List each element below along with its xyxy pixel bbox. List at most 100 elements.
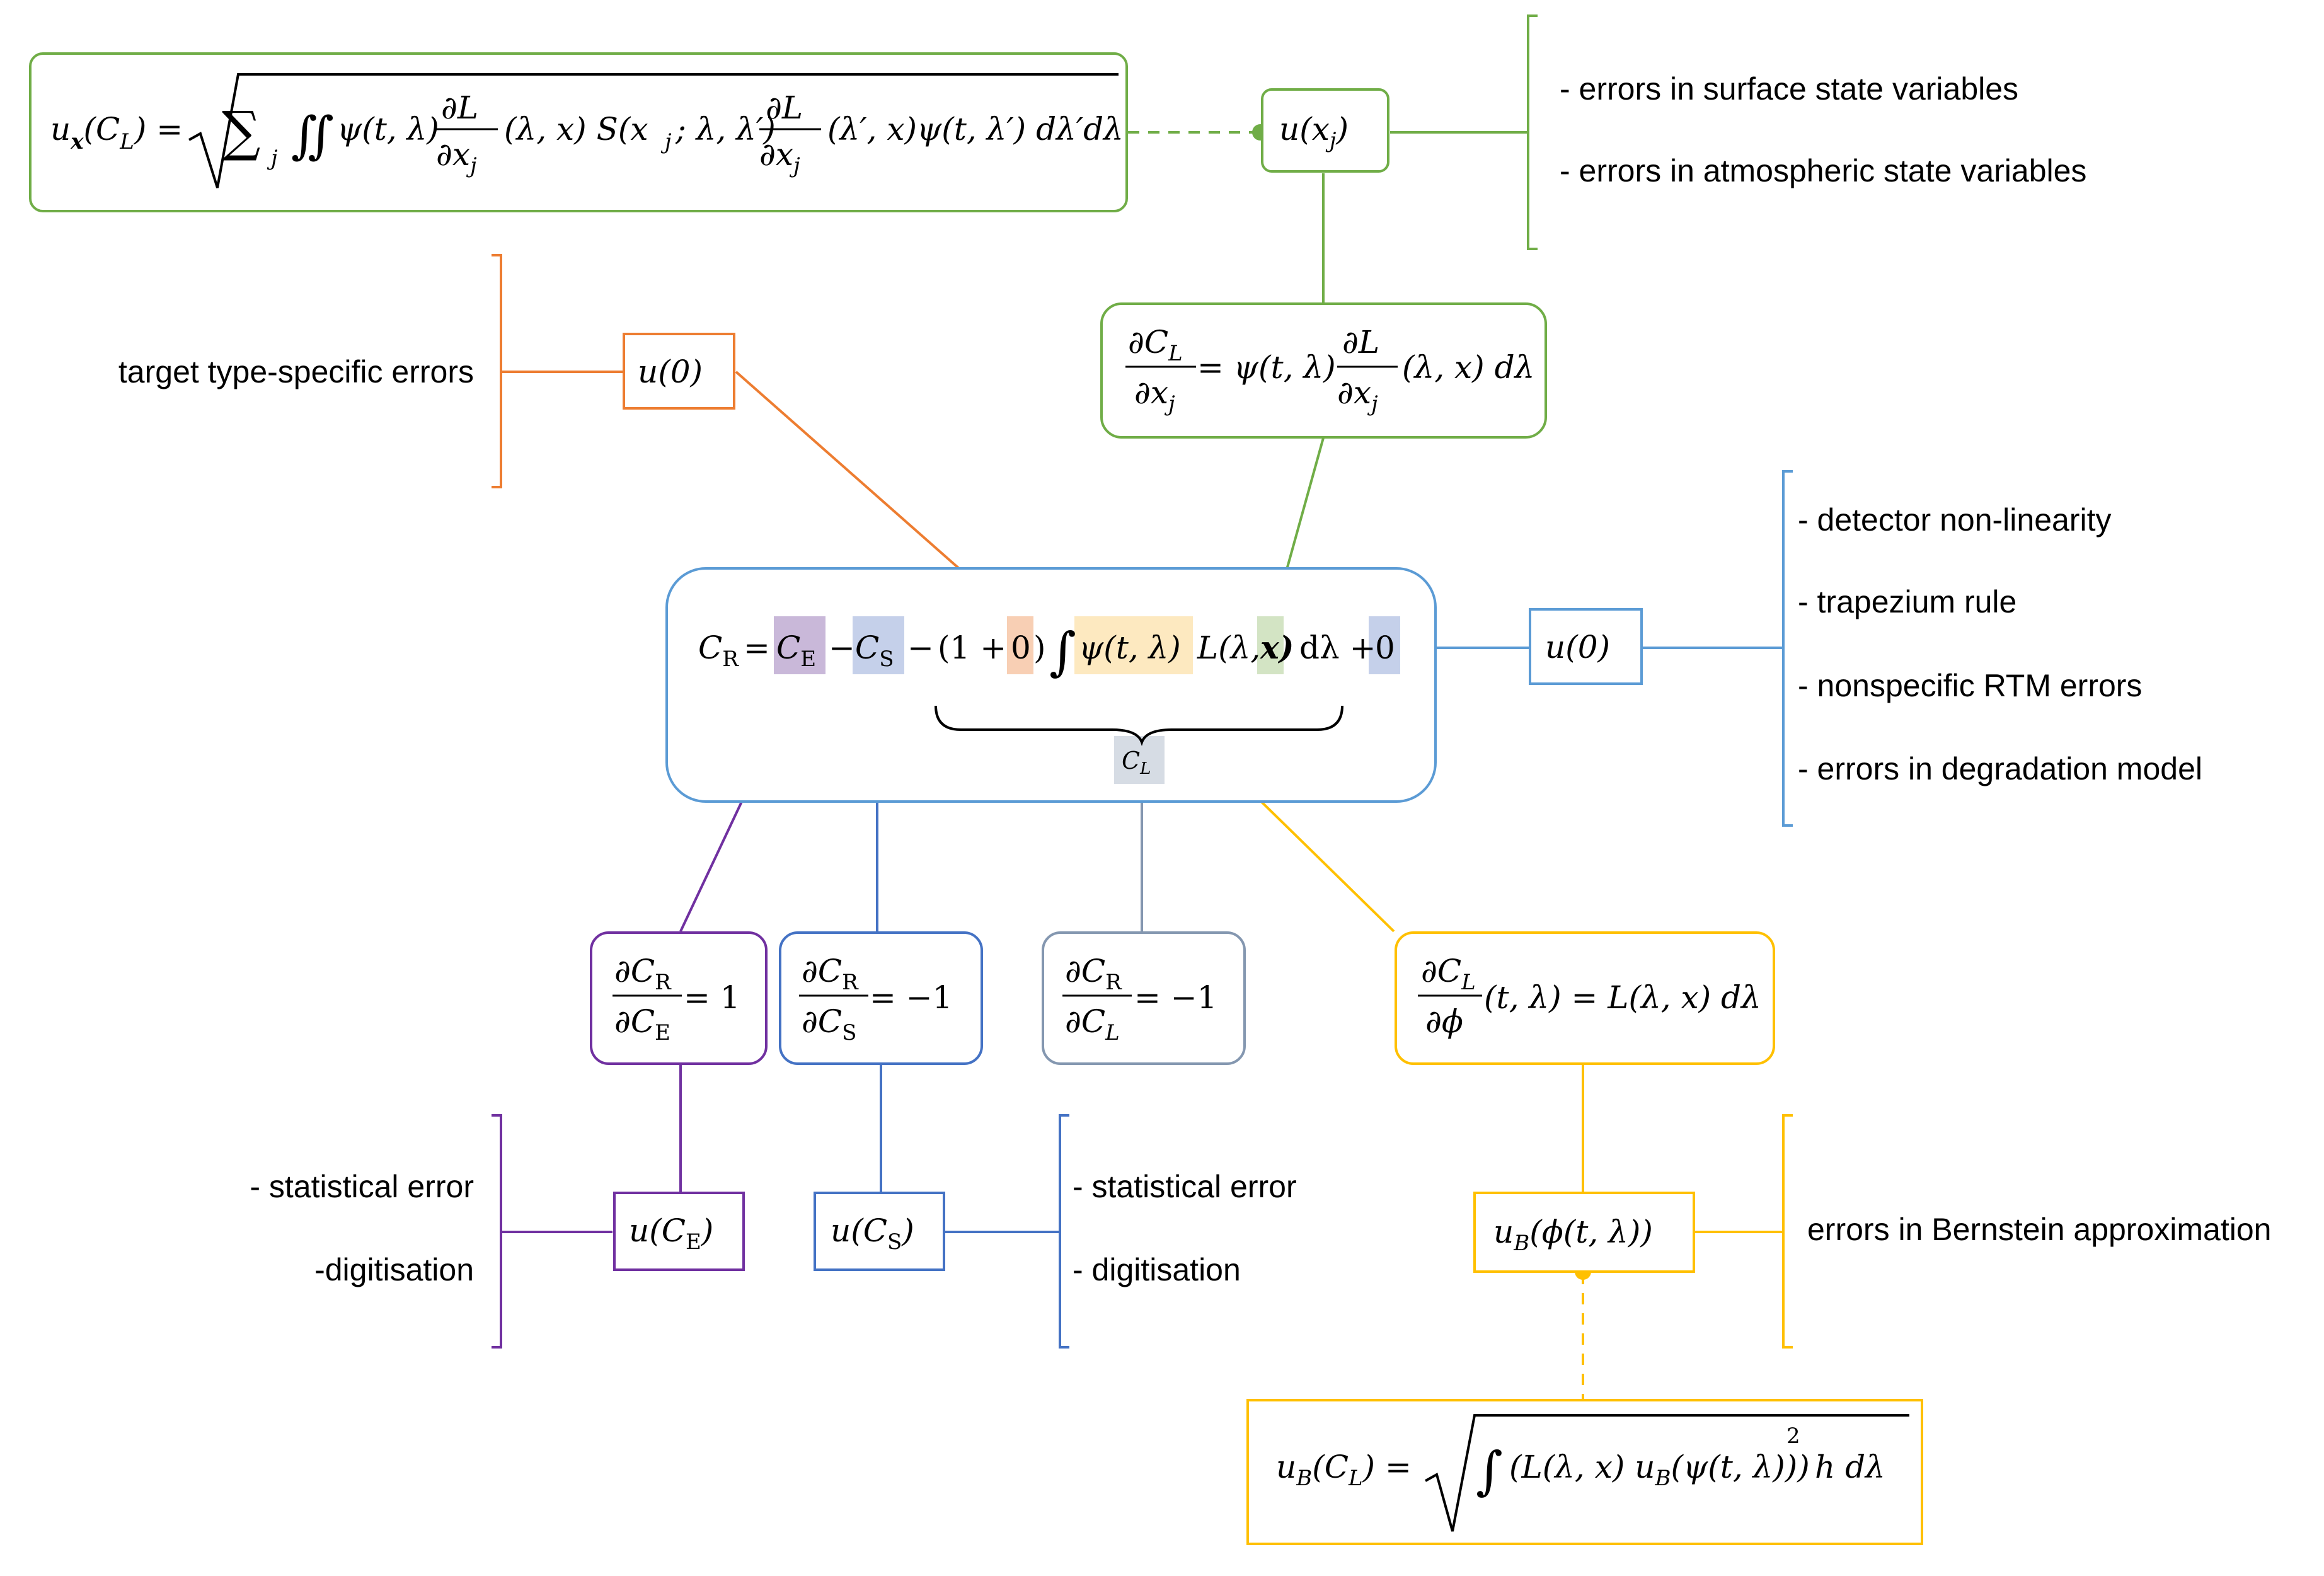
- svg-text:∂xj: ∂xj: [1337, 374, 1378, 417]
- svg-text:∂ϕ: ∂ϕ: [1425, 1003, 1463, 1040]
- CL-underbrace: [935, 705, 1343, 747]
- note-digit-left: -digitisation: [314, 1252, 474, 1287]
- svg-text:L(λ,: L(λ,: [1197, 630, 1260, 666]
- uxj-box: [1261, 88, 1389, 173]
- term-highlights: [774, 616, 1400, 784]
- main-equation-box: [665, 567, 1437, 803]
- uCS-box: [814, 1192, 945, 1271]
- zero1-highlight: [1007, 616, 1033, 674]
- svg-text:(L(λ, x) uB(ψ(t, λ))): (L(λ, x) uB(ψ(t, λ))): [1509, 1449, 1810, 1491]
- svg-text:0: 0: [1011, 630, 1031, 666]
- svg-text:2: 2: [1786, 1424, 1800, 1449]
- svg-text:∂CS: ∂CS: [802, 1003, 856, 1045]
- svg-text:(λ, x) dλ: (λ, x) dλ: [1402, 349, 1534, 386]
- svg-text:CS: CS: [855, 630, 894, 672]
- uCE-label: u(CE): [629, 1212, 713, 1255]
- u0-left-box: [623, 333, 735, 410]
- dCR-dCE-box: [590, 931, 768, 1065]
- annotations: - errors in surface state variables - er…: [118, 71, 2272, 1287]
- svg-text:= ψ(t, λ): = ψ(t, λ): [1197, 349, 1336, 386]
- note-degradation: - errors in degradation model: [1798, 751, 2202, 786]
- uB-sqrt-sign: [1425, 1414, 1909, 1532]
- svg-text:): ): [1033, 630, 1046, 666]
- svg-text:∬: ∬: [291, 106, 334, 164]
- u0-left-label: u(0): [638, 354, 703, 390]
- darkblue-bracket: [1059, 1114, 1069, 1349]
- svg-text:(1 +: (1 +: [938, 630, 1006, 666]
- svg-text:= −1: = −1: [1134, 979, 1217, 1016]
- svg-text:0: 0: [1375, 630, 1395, 666]
- svg-text:∂xj: ∂xj: [759, 136, 800, 178]
- svg-text:ψ(t, λ): ψ(t, λ): [337, 111, 439, 147]
- note-target-type: target type-specific errors: [118, 354, 474, 389]
- brackets: [492, 14, 1793, 1349]
- note-bernstein: errors in Bernstein approximation: [1807, 1212, 2271, 1247]
- zero2-highlight: [1369, 616, 1400, 674]
- blue-bracket: [1782, 470, 1793, 827]
- svg-text:−: −: [829, 630, 855, 666]
- svg-text:∂CR: ∂CR: [802, 953, 859, 995]
- svg-text:x): x): [1260, 629, 1294, 666]
- svg-text:=: =: [744, 630, 770, 666]
- svg-text:∂L: ∂L: [1342, 324, 1379, 360]
- uxj-label: u(xj): [1279, 111, 1349, 153]
- svg-text:∂CL: ∂CL: [1065, 1003, 1120, 1045]
- svg-text:(t, λ) = L(λ, x) dλ: (t, λ) = L(λ, x) dλ: [1484, 979, 1761, 1016]
- uB-CL-formula: uB(CL) = ∫ (L(λ, x) uB(ψ(t, λ))) 2 h dλ: [1276, 1414, 1909, 1532]
- svg-text:∂CL: ∂CL: [1421, 953, 1476, 995]
- svg-text:= −1: = −1: [870, 979, 953, 1016]
- main-equation: CR = CE − CS − (1 + 0 ) ∫ ψ(t, λ) L(λ, x…: [698, 622, 1395, 778]
- note-rtm: - nonspecific RTM errors: [1798, 668, 2142, 703]
- svg-text:CL: CL: [1122, 747, 1151, 778]
- gold-bracket: [1782, 1114, 1793, 1349]
- svg-text:CE: CE: [776, 630, 816, 672]
- svg-text:uB(CL) =: uB(CL) =: [1276, 1449, 1412, 1491]
- svg-text:h dλ: h dλ: [1815, 1449, 1885, 1485]
- svg-text:−: −: [907, 630, 934, 666]
- svg-text:(λ, x) S(x: (λ, x) S(x: [504, 111, 648, 147]
- CL-brace-highlight: [1114, 736, 1165, 784]
- svg-text:(λ′, x)ψ(t, λ′) dλ′dλ: (λ′, x)ψ(t, λ′) dλ′dλ: [827, 111, 1124, 147]
- u0-right-box: [1529, 608, 1643, 685]
- svg-text:∑: ∑: [222, 100, 260, 163]
- svg-text:∂xj: ∂xj: [1134, 374, 1175, 417]
- note-stat-left: - statistical error: [250, 1169, 474, 1204]
- svg-text:= 1: = 1: [684, 979, 740, 1016]
- x-highlight: [1257, 616, 1284, 674]
- CE-highlight: [774, 616, 825, 674]
- svg-text:∂CE: ∂CE: [614, 1003, 670, 1045]
- dCR-dCE-formula: ∂CR ∂CE = 1: [613, 953, 740, 1045]
- ux-sqrt-sign: [188, 73, 1119, 188]
- note-digit-right: - digitisation: [1073, 1252, 1241, 1287]
- svg-text:∂L: ∂L: [766, 89, 803, 126]
- note-stat-right: - statistical error: [1073, 1169, 1297, 1204]
- dCL-dxj-box: [1100, 302, 1547, 439]
- psi-highlight: [1074, 616, 1193, 674]
- note-trapezium: - trapezium rule: [1798, 584, 2016, 619]
- dCL-dphi-formula: ∂CL ∂ϕ (t, λ) = L(λ, x) dλ: [1418, 953, 1761, 1040]
- uCS-label: u(CS): [831, 1212, 914, 1255]
- svg-text:∫: ∫: [1476, 1441, 1503, 1501]
- orange-bracket: [492, 254, 502, 488]
- svg-text:∫: ∫: [1049, 622, 1076, 682]
- svg-text:∂CR: ∂CR: [1065, 953, 1122, 995]
- dCR-dCL-formula: ∂CR ∂CL = −1: [1062, 953, 1217, 1045]
- svg-text:ψ(t, λ): ψ(t, λ): [1079, 630, 1181, 666]
- dCR-dCS-formula: ∂CR ∂CS = −1: [799, 953, 953, 1045]
- formulas: ux(CL) = ∑ j ∬ ψ(t, λ) ∂L ∂xj (λ, x) S(x…: [50, 73, 1909, 1532]
- note-atmospheric-state: - errors in atmospheric state variables: [1560, 153, 2086, 188]
- ux-formula: ux(CL) = ∑ j ∬ ψ(t, λ) ∂L ∂xj (λ, x) S(x…: [50, 73, 1124, 188]
- svg-text:∂L: ∂L: [441, 89, 478, 126]
- dCL-dphi-box: [1395, 931, 1775, 1065]
- note-surface-state: - errors in surface state variables: [1560, 71, 2018, 106]
- green-bracket: [1527, 14, 1538, 250]
- svg-text:∂CL: ∂CL: [1128, 324, 1183, 366]
- ux-formula-box: [29, 52, 1128, 212]
- purple-bracket: [492, 1114, 502, 1349]
- dCL-dxj-formula: ∂CL ∂xj = ψ(t, λ) ∂L ∂xj (λ, x) dλ: [1125, 324, 1534, 417]
- svg-text:; λ, λ′): ; λ, λ′): [675, 111, 776, 147]
- svg-text:CR: CR: [698, 630, 739, 672]
- svg-text:∂xj: ∂xj: [436, 136, 477, 178]
- dCR-dCL-box: [1042, 931, 1246, 1065]
